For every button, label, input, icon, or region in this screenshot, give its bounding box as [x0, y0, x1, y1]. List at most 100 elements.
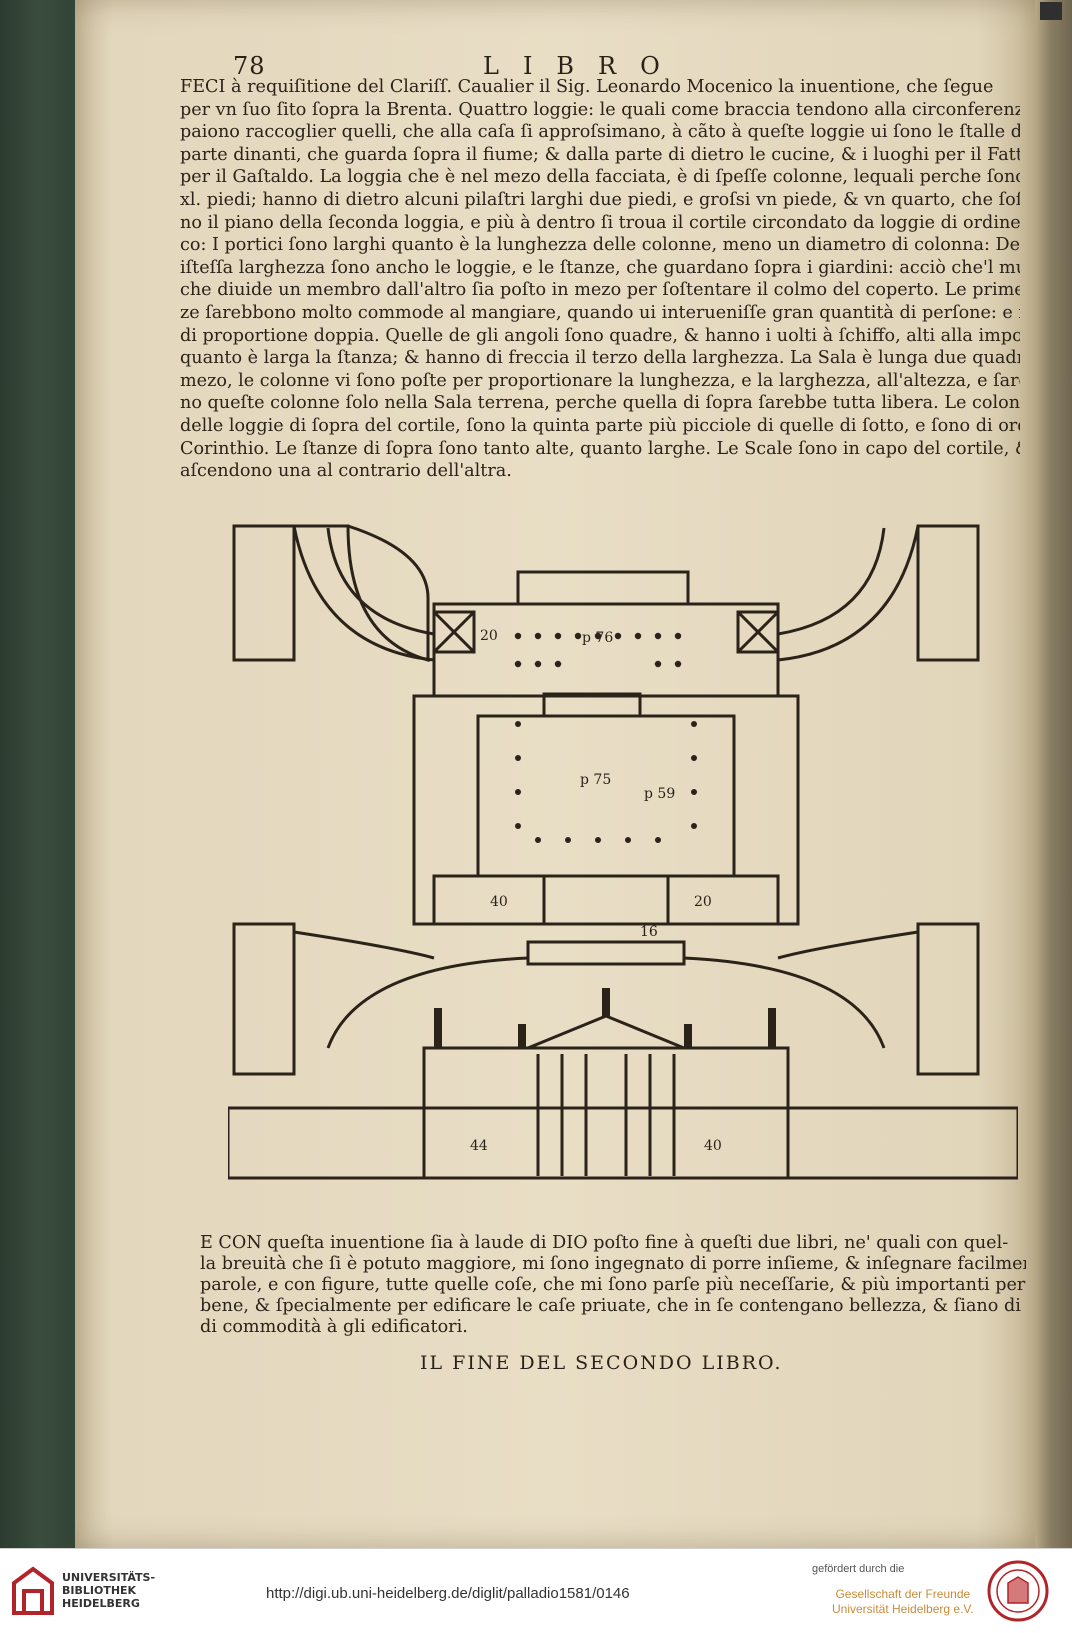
column-dot	[574, 632, 582, 640]
room-label: 40	[490, 894, 508, 910]
column-dot	[655, 837, 661, 843]
left-upper-arc-outer	[292, 525, 435, 662]
left-lower-arc	[293, 930, 435, 960]
hall-room-left	[432, 874, 546, 926]
courtyard-block	[412, 694, 800, 926]
room-label: 16	[640, 924, 658, 940]
viewer-footer: UNIVERSITÄTS- BIBLIOTHEK HEIDELBERG http…	[0, 1548, 1072, 1633]
permalink-url[interactable]: http://digi.ub.uni-heidelberg.de/diglit/…	[266, 1585, 630, 1602]
column-dot	[674, 660, 682, 668]
column-dot	[654, 632, 662, 640]
university-seal-icon	[987, 1560, 1049, 1622]
statue	[518, 1024, 526, 1048]
page-number: 78	[233, 52, 266, 80]
text-line: di proportione doppia. Quelle de gli ang…	[180, 325, 1020, 346]
column-dot	[691, 823, 697, 829]
text-line: E CON queſta inuentione ſia à laude di D…	[200, 1233, 1009, 1253]
courtyard	[476, 714, 736, 878]
elevation-main-block	[422, 1046, 790, 1180]
library-logo-icon	[12, 1566, 54, 1615]
corner-room-ur	[736, 610, 780, 654]
page-header: 78 LIBRO	[233, 52, 793, 82]
hall-room-right	[666, 874, 780, 926]
column-dot	[515, 823, 521, 829]
corner-room-ul	[432, 610, 476, 654]
text-line: mezo, le colonne vi ſono poſte per propo…	[180, 370, 1020, 391]
column-dot	[614, 632, 622, 640]
column-dot	[534, 660, 542, 668]
column-dot	[565, 837, 571, 843]
text-line: che diuide un membro dall'altro ſia poſt…	[180, 280, 1020, 301]
library-name: UNIVERSITÄTS- BIBLIOTHEK HEIDELBERG	[62, 1571, 156, 1610]
right-lower-arc-inner	[683, 956, 886, 1049]
right-upper-arc-inner	[777, 527, 886, 636]
portico-label: p 76	[582, 630, 613, 646]
elevation-pediment	[527, 1014, 685, 1050]
right-lower-arc	[777, 930, 919, 960]
text-line: no il piano della ſeconda loggia, e più …	[180, 212, 1020, 233]
vault-cross	[432, 610, 476, 654]
right-upper-stable	[916, 524, 980, 662]
text-line: bene, & ſpecialmente per edificare le ca…	[200, 1296, 1026, 1316]
column-dot	[554, 660, 562, 668]
column-dot	[534, 632, 542, 640]
vault-cross	[736, 610, 780, 654]
statue	[768, 1008, 776, 1048]
text-line: iſteſſa larghezza ſono ancho le loggie, …	[180, 257, 1020, 278]
column-dot	[515, 755, 521, 761]
text-line: aſcendono una al contrario dell'altra.	[180, 461, 512, 482]
court-label: p 75	[580, 772, 611, 788]
column-dot	[515, 721, 521, 727]
upper-stair	[542, 692, 642, 718]
colophon: IL FINE DEL SECONDO LIBRO.	[420, 1352, 783, 1374]
room-label: 20	[480, 628, 498, 644]
front-steps	[526, 940, 686, 966]
villa-plan-woodcut: 20 40 20 16 p 76 p 75 p 59 44 40	[228, 524, 1018, 1180]
statue	[602, 988, 610, 1016]
text-line: per il Gaſtaldo. La loggia che è nel mez…	[180, 167, 1020, 188]
column-dot	[634, 632, 642, 640]
court-side-label: p 59	[644, 786, 675, 802]
scan-clip-mark	[1040, 2, 1062, 20]
left-upper-arc-inner	[326, 527, 435, 636]
column-dot	[514, 632, 522, 640]
text-line: co: I portici ſono larghi quanto è la lu…	[180, 235, 1020, 256]
left-upper-quadrant	[294, 524, 430, 662]
right-upper-arc-outer	[777, 525, 920, 662]
elevation-base	[228, 1106, 1018, 1180]
text-line: FECI à requiſitione del Clariſſ. Caualie…	[180, 77, 994, 97]
elevation-label: 44	[470, 1138, 488, 1154]
column-dot	[625, 837, 631, 843]
text-line: ze ſarebbono molto commode al mangiare, …	[180, 302, 1020, 323]
column-dot	[691, 789, 697, 795]
body-text: FECI à requiſitione del Clariſſ. Caualie…	[180, 76, 1020, 483]
statue	[434, 1008, 442, 1048]
column-dot	[691, 755, 697, 761]
text-line: parte dinanti, che guarda ſopra il fiume…	[180, 144, 1020, 165]
sponsor-label: gefördert durch die	[812, 1563, 905, 1575]
left-lower-stable	[232, 922, 296, 1076]
book-spine	[1035, 0, 1072, 1548]
left-lower-arc-inner	[326, 956, 529, 1049]
text-line: quanto è larga la ſtanza; & hanno di fre…	[180, 348, 1020, 369]
book-page	[75, 0, 1035, 1548]
column-dot	[691, 721, 697, 727]
column-dot	[674, 632, 682, 640]
room-label: 20	[694, 894, 712, 910]
column-dot	[535, 837, 541, 843]
text-line: Corinthio. Le ſtanze di ſopra ſono tanto…	[180, 438, 1020, 459]
text-line: parole, e con figure, tutte quelle coſe,…	[200, 1275, 1026, 1295]
text-line: paiono raccoglier quelli, che alla caſa …	[180, 122, 1020, 143]
column-dot	[554, 632, 562, 640]
running-head: LIBRO	[483, 52, 684, 80]
text-line: xl. piedi; hanno di dietro alcuni pilaſt…	[180, 189, 1020, 210]
column-dot	[654, 660, 662, 668]
column-dot	[515, 789, 521, 795]
sponsor-name: Gesellschaft der Freunde Universität Hei…	[832, 1587, 974, 1616]
column-dot	[595, 837, 601, 843]
statue	[684, 1024, 692, 1048]
column-dot	[594, 632, 602, 640]
text-line: di commodità à gli edificatori.	[200, 1317, 468, 1337]
text-line: per vn ſuo ſito ſopra la Brenta. Quattro…	[180, 99, 1020, 120]
closing-text: E CON queſta inuentione ſia à laude di D…	[200, 1233, 1026, 1338]
